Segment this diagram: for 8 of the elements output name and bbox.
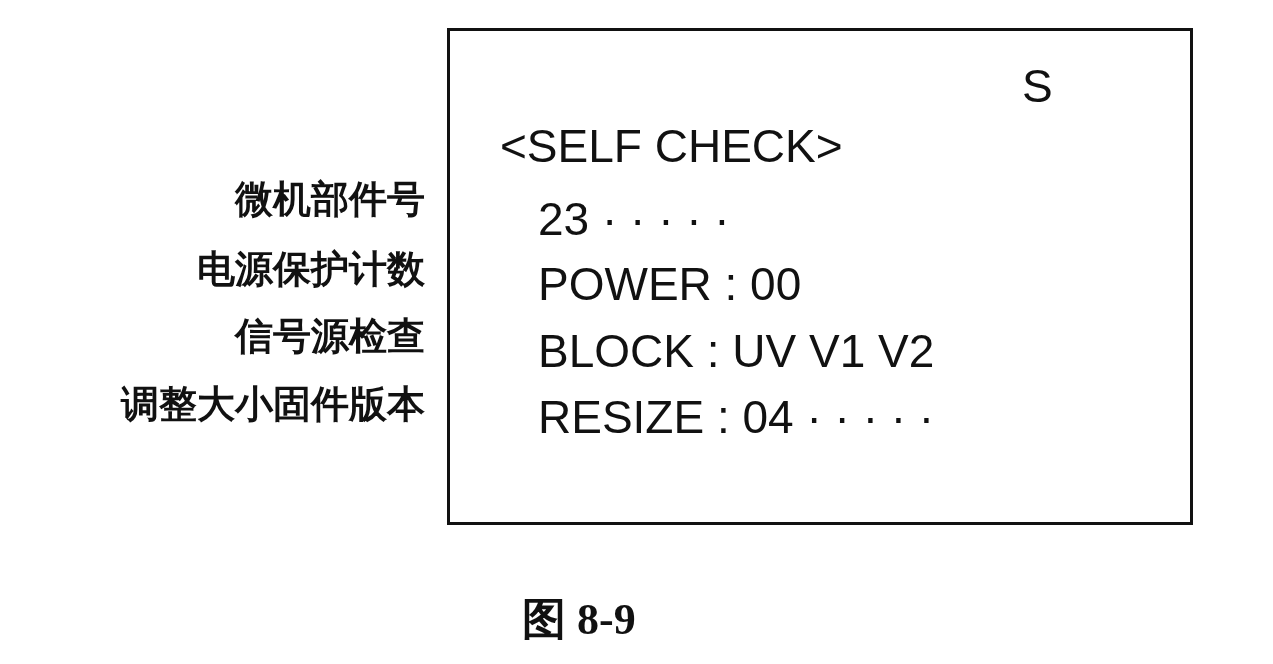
mode-letter: S: [1022, 63, 1053, 109]
readout-line: 23 · · · · ·: [538, 196, 730, 242]
figure-caption: 图 8-9: [522, 598, 636, 642]
readout-line: POWER : 00: [538, 261, 802, 307]
readout-line: BLOCK : UV V1 V2: [538, 328, 935, 374]
readout-line: RESIZE : 04 · · · · ·: [538, 394, 935, 440]
screen-heading: <SELF CHECK>: [500, 123, 843, 169]
screen-box: [447, 28, 1193, 525]
